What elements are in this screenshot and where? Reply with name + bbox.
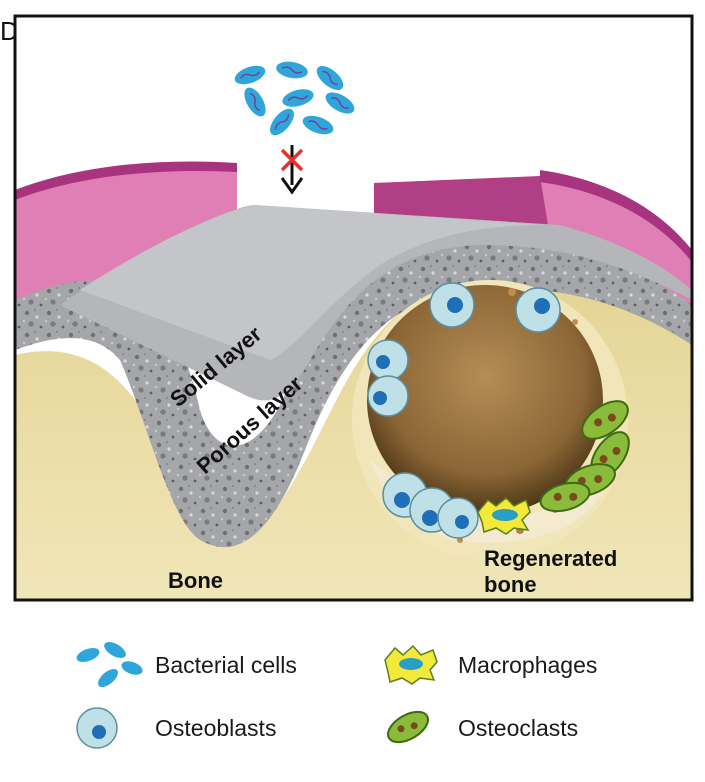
diagram-frame [13,14,694,602]
bacterium [302,115,334,135]
osteoblast [367,339,409,381]
osteoblast-icon [76,707,118,749]
macrophage-cell [477,496,531,535]
legend-macrophages: Macrophages [458,652,598,678]
osteoclast [539,481,591,513]
bacterium [276,61,308,79]
legend-bacterial-cells: Bacterial cells [155,652,297,678]
regenerated-bone-label-line1: Regenerated [484,546,617,571]
blocked-arrow [280,145,304,195]
bacterium [270,108,294,136]
bone-label: Bone [168,568,223,593]
osteoclast-cells [539,400,630,513]
bacterium [325,92,355,114]
gum-tissue-left [15,166,237,320]
porous-layer [15,239,692,548]
osteoblast-cells [367,282,561,539]
legend-osteoblasts: Osteoblasts [155,715,277,741]
legend-osteoclasts: Osteoclasts [458,715,579,741]
solid-layer-top [80,205,545,360]
gum-top-right [540,170,692,262]
osteoclast-icon [387,710,429,744]
bacterium [282,89,314,107]
macrophage-icon [384,644,438,685]
regenerated-bone-label-line2: bone [484,572,537,597]
bacteria-cluster [234,61,355,136]
osteoblast [429,282,475,328]
bacterium [234,65,266,85]
bacterium [244,87,266,117]
osteoclast [581,400,629,440]
bacteria-icon [76,642,143,687]
osteoblast [367,375,409,417]
bacterium [316,66,344,90]
osteoblast [437,497,479,539]
gum-top-left [15,161,237,200]
osteoblast [515,287,561,333]
